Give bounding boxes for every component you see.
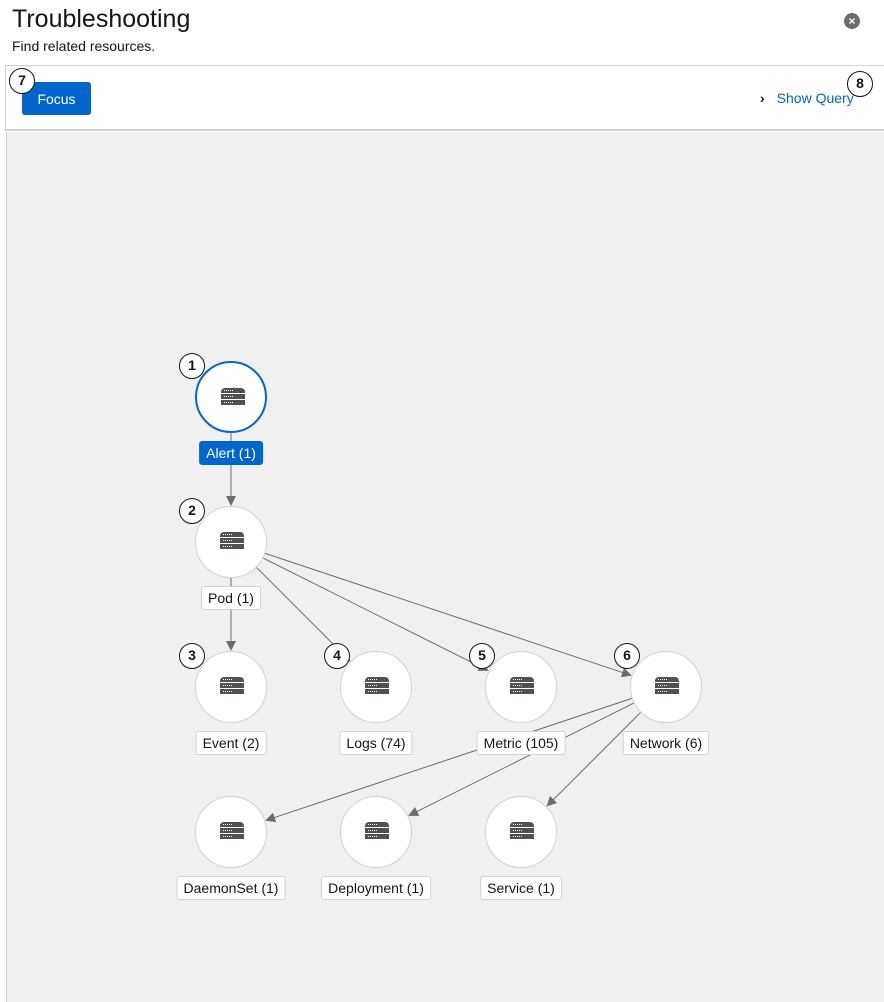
graph-edge — [408, 702, 635, 816]
server-icon — [655, 677, 679, 695]
step-badge: 4 — [324, 643, 350, 669]
page-subtitle: Find related resources. — [12, 38, 156, 54]
graph-edge — [265, 697, 633, 823]
server-icon — [510, 677, 534, 695]
step-badge: 6 — [614, 643, 640, 669]
server-icon — [365, 677, 389, 695]
graph-node-label[interactable]: Alert (1) — [199, 441, 263, 465]
graph-node[interactable] — [195, 361, 267, 433]
toolbar — [5, 65, 884, 131]
focus-button[interactable]: Focus — [22, 82, 91, 115]
show-query-label: Show Query — [776, 90, 854, 106]
show-query-toggle[interactable]: › Show Query — [760, 90, 854, 106]
step-badge: 2 — [179, 498, 205, 524]
graph-node[interactable] — [485, 651, 557, 723]
page-title: Troubleshooting — [12, 5, 191, 33]
step-badge: 3 — [179, 643, 205, 669]
graph-node[interactable] — [195, 506, 267, 578]
graph-node-label[interactable]: Metric (105) — [476, 731, 566, 755]
graph-edge — [262, 557, 489, 671]
server-icon — [365, 822, 389, 840]
graph-node-label[interactable]: Deployment (1) — [321, 876, 431, 900]
server-icon — [220, 822, 244, 840]
graph-node[interactable] — [340, 796, 412, 868]
show-query-step-badge: 8 — [847, 71, 873, 97]
close-icon[interactable]: × — [844, 13, 860, 29]
graph-node-label[interactable]: Network (6) — [622, 731, 710, 755]
graph-node-label[interactable]: Service (1) — [480, 876, 562, 900]
server-icon — [221, 388, 245, 406]
graph-node[interactable] — [630, 651, 702, 723]
step-badge: 1 — [179, 353, 205, 379]
server-icon — [510, 822, 534, 840]
focus-step-badge: 7 — [9, 68, 35, 94]
server-icon — [220, 677, 244, 695]
server-icon — [220, 532, 244, 550]
graph-node-label[interactable]: Event (2) — [195, 731, 267, 755]
graph-edge — [264, 552, 632, 678]
graph-node[interactable] — [340, 651, 412, 723]
chevron-right-icon: › — [760, 90, 765, 106]
graph-node[interactable] — [195, 651, 267, 723]
graph-node-label[interactable]: Pod (1) — [201, 586, 261, 610]
step-badge: 5 — [469, 643, 495, 669]
topology-canvas[interactable] — [6, 132, 884, 1002]
graph-edge — [546, 712, 641, 807]
graph-node[interactable] — [195, 796, 267, 868]
graph-node-label[interactable]: DaemonSet (1) — [176, 876, 286, 900]
graph-node[interactable] — [485, 796, 557, 868]
graph-node-label[interactable]: Logs (74) — [339, 731, 413, 755]
